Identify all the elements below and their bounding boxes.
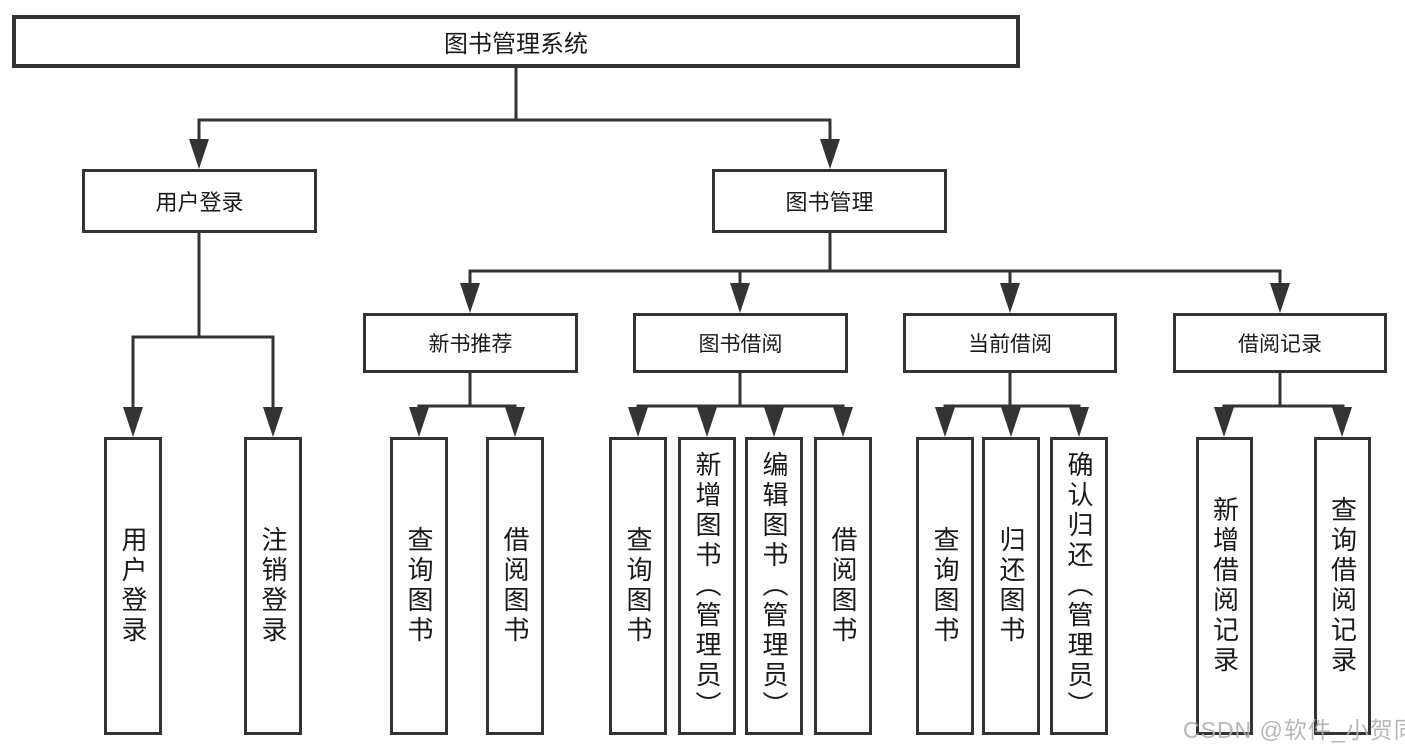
leaf-query-books-recommend: 查询图书: [390, 437, 448, 735]
connector-current-borrow-to-leaves: [935, 373, 1089, 437]
leaf-user-login: 用户登录: [104, 437, 162, 735]
node-label: 图书借阅: [698, 333, 783, 356]
leaf-query-borrow-record: 查询借阅记录: [1314, 437, 1371, 735]
node-user-login-group: 用户登录: [82, 169, 317, 233]
leaf-edit-books-admin: 编辑图书（管理员）: [745, 437, 803, 735]
node-new-book-recommend: 新书推荐: [363, 313, 578, 373]
node-label: 确认归还（管理员）: [1064, 451, 1094, 721]
leaf-return-books: 归还图书: [982, 437, 1040, 735]
leaf-borrow-books-recommend: 借阅图书: [486, 437, 544, 735]
node-current-borrowing: 当前借阅: [903, 313, 1117, 373]
node-book-borrowing: 图书借阅: [633, 313, 848, 373]
node-label: 查询图书: [930, 526, 960, 646]
node-library-management-system: 图书管理系统: [12, 15, 1020, 68]
node-label: 新增图书（管理员）: [692, 451, 722, 721]
leaf-add-books-admin: 新增图书（管理员）: [678, 437, 736, 735]
node-label: 借阅记录: [1238, 333, 1322, 356]
node-book-management: 图书管理: [712, 169, 947, 233]
node-label: 借阅图书: [500, 526, 530, 646]
node-label: 借阅图书: [828, 526, 858, 646]
leaf-query-books-current: 查询图书: [916, 437, 974, 735]
connector-user-login-to-leaves: [123, 233, 283, 437]
node-label: 图书管理: [785, 190, 874, 215]
node-label: 新增借阅记录: [1209, 496, 1240, 676]
leaf-add-borrow-record: 新增借阅记录: [1196, 437, 1253, 735]
node-label: 查询借阅记录: [1327, 496, 1358, 676]
node-label: 注销登录: [258, 526, 288, 646]
node-label: 编辑图书（管理员）: [759, 451, 789, 721]
node-label: 图书管理系统: [444, 31, 588, 58]
node-label: 用户登录: [118, 526, 148, 646]
connector-borrow-records-to-leaves: [1214, 373, 1352, 437]
connector-new-book-rec-to-leaves: [409, 373, 525, 437]
node-borrowing-records: 借阅记录: [1173, 313, 1387, 373]
leaf-query-books-borrowing: 查询图书: [609, 437, 667, 735]
leaf-logout: 注销登录: [244, 437, 302, 735]
connector-book-borrow-to-leaves: [628, 373, 853, 437]
node-label: 当前借阅: [968, 333, 1052, 356]
node-label: 查询图书: [404, 526, 434, 646]
csdn-watermark: CSDN @软件_小贺同学: [1183, 717, 1405, 743]
node-label: 新书推荐: [428, 333, 513, 356]
node-label: 查询图书: [623, 526, 653, 646]
connector-book-mgmt-to-level3: [460, 233, 1290, 313]
node-label: 用户登录: [155, 190, 244, 215]
node-label: 归还图书: [996, 526, 1026, 646]
leaf-confirm-return-admin: 确认归还（管理员）: [1050, 437, 1108, 735]
connector-root-to-level2: [189, 68, 840, 169]
leaf-borrow-books-borrowing: 借阅图书: [814, 437, 872, 735]
